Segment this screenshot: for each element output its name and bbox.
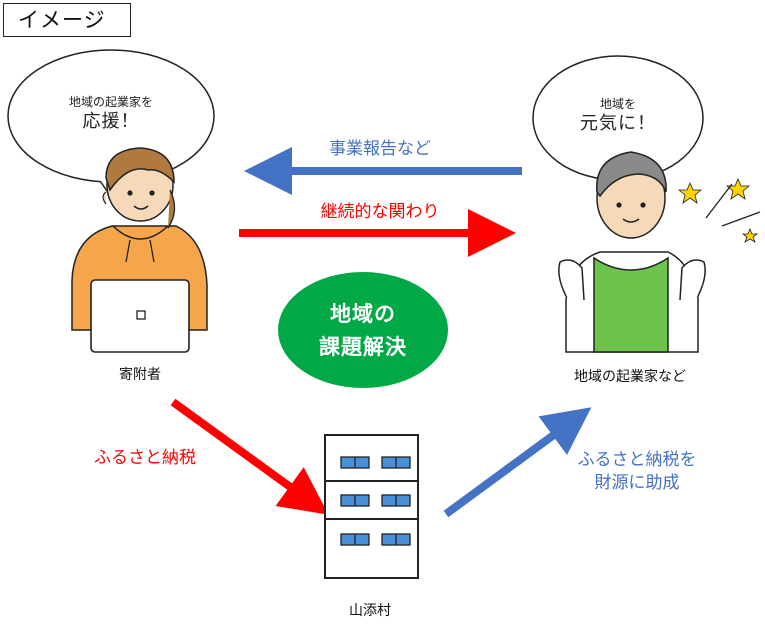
image-title: イメージ: [3, 3, 131, 37]
tax-arrow: [170, 398, 329, 515]
left-bubble-line2: 応援！: [82, 111, 140, 133]
donor-person-illustration: [71, 147, 208, 353]
fund-arrow-label: ふるさと納税を 財源に助成: [552, 449, 722, 495]
fund-arrow-label-line1: ふるさと納税を: [577, 450, 697, 470]
issue-solution-text: 地域の 課題解決: [283, 298, 443, 364]
star-icons: [677, 177, 761, 243]
issue-solution-line2: 課題解決: [319, 335, 407, 359]
right-bubble-text: 地域を 元気に！: [548, 96, 688, 136]
left-bubble-line1: 地域の起業家を: [68, 95, 153, 109]
donor-caption: 寄附者: [119, 367, 161, 383]
entrepreneur-person-illustration: [558, 151, 706, 353]
fund-arrow: [443, 407, 592, 518]
entrepreneur-caption: 地域の起業家など: [574, 369, 686, 385]
right-bubble-line1: 地域を: [599, 97, 636, 111]
fund-arrow-label-line2: 財源に助成: [594, 473, 680, 493]
right-bubble-line2: 元気に！: [580, 113, 656, 135]
issue-solution-ellipse: [278, 272, 448, 388]
report-arrow-label: 事業報告など: [329, 139, 431, 159]
relation-arrow-label: 継続的な関わり: [320, 202, 440, 222]
tax-arrow-label: ふるさと納税: [94, 448, 196, 468]
village-caption: 山添村: [349, 603, 391, 619]
issue-solution-line1: 地域の: [330, 302, 396, 326]
village-building-icon: [324, 434, 419, 579]
left-bubble-text: 地域の起業家を 応援！: [31, 94, 191, 134]
